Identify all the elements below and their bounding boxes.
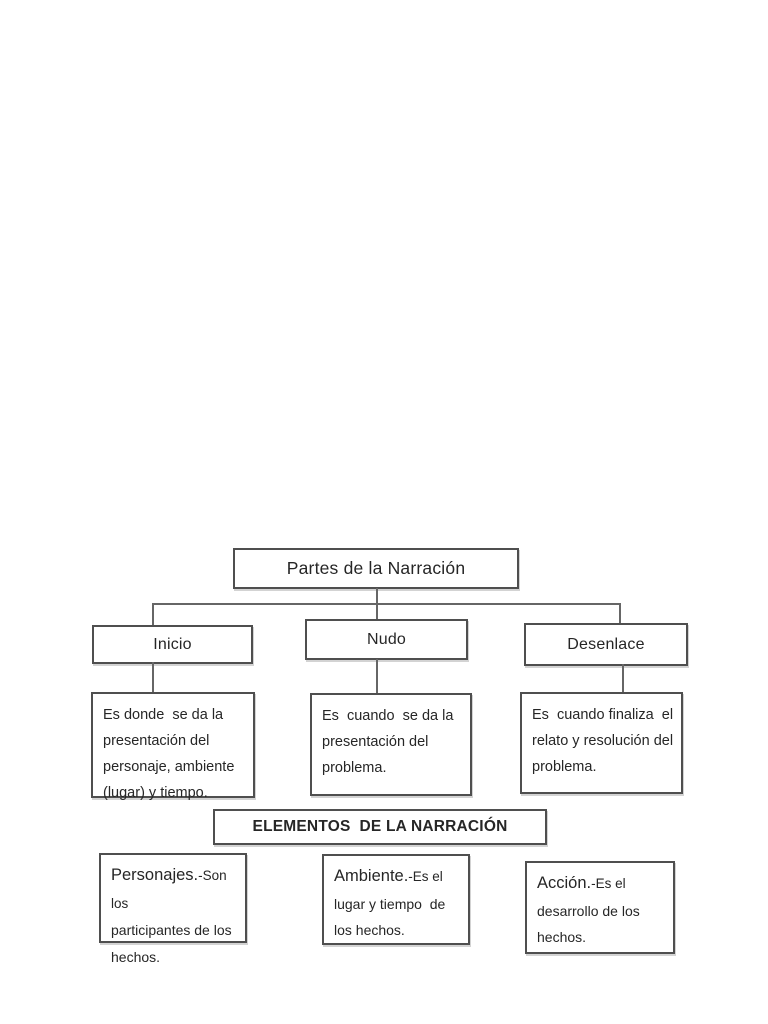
description-nudo: Es cuando se da la presentación del prob… xyxy=(310,693,472,796)
description-inicio: Es donde se da la presentación del perso… xyxy=(91,692,255,801)
element-after-term: -Son los xyxy=(111,868,231,911)
connector-inicio-description xyxy=(152,662,154,693)
element-line: participantes de los xyxy=(111,922,232,938)
element-personajes: Personajes.-Son los participantes de los… xyxy=(99,853,247,965)
description-line: Es cuando se da la xyxy=(322,708,454,724)
connector-horizontal xyxy=(152,603,621,605)
description-line: problema. xyxy=(532,759,597,775)
connector-inicio-stub xyxy=(152,605,154,626)
diagram-title: Partes de la Narración xyxy=(286,558,466,578)
element-after-term: -Es el xyxy=(408,869,443,884)
description-line: presentación del xyxy=(322,734,429,750)
connector-title-vertical xyxy=(376,588,378,605)
description-desenlace: Es cuando finaliza el relato y resolució… xyxy=(520,692,683,794)
element-term: Ambiente. xyxy=(334,867,409,885)
description-line: Es donde se da la xyxy=(103,707,224,723)
element-term: Acción. xyxy=(537,874,592,892)
diagram-title-box: Partes de la Narración xyxy=(233,548,519,589)
node-desenlace: Desenlace xyxy=(524,623,688,666)
description-line: presentación del xyxy=(103,733,210,749)
description-line: personaje, ambiente xyxy=(103,759,235,775)
connector-nudo-stub xyxy=(376,605,378,620)
element-line: hechos. xyxy=(537,929,587,945)
element-ambiente: Ambiente.-Es el lugar y tiempo de los he… xyxy=(322,854,470,945)
node-nudo-label: Nudo xyxy=(366,630,407,648)
element-line: lugar y tiempo de xyxy=(334,895,446,912)
connector-desenlace-stub xyxy=(619,605,621,624)
description-line: Es cuando finaliza el xyxy=(532,707,674,723)
element-first-line: Acción.-Es el xyxy=(537,870,668,898)
description-line: (lugar) y tiempo. xyxy=(103,785,208,801)
element-line: hechos. xyxy=(111,948,161,965)
description-line: relato y resolución del xyxy=(532,733,674,749)
node-desenlace-label: Desenlace xyxy=(567,635,645,653)
element-accion: Acción.-Es el desarrollo de los hechos. xyxy=(525,861,675,954)
element-term: Personajes. xyxy=(111,866,199,884)
elements-header-box: ELEMENTOS DE LA NARRACIÓN xyxy=(213,809,547,845)
connector-nudo-description xyxy=(376,659,378,694)
element-line: los hechos. xyxy=(334,922,405,938)
element-first-line: Personajes.-Son los xyxy=(111,862,240,917)
node-inicio-label: Inicio xyxy=(153,635,192,653)
node-nudo: Nudo xyxy=(305,619,468,660)
connector-desenlace-description xyxy=(622,664,624,693)
element-line: desarrollo de los xyxy=(537,902,640,919)
elements-header-label: ELEMENTOS DE LA NARRACIÓN xyxy=(252,818,508,835)
description-line: problema. xyxy=(322,760,387,776)
element-first-line: Ambiente.-Es el xyxy=(334,863,463,891)
node-inicio: Inicio xyxy=(92,625,253,664)
element-after-term: -Es el xyxy=(591,876,626,891)
